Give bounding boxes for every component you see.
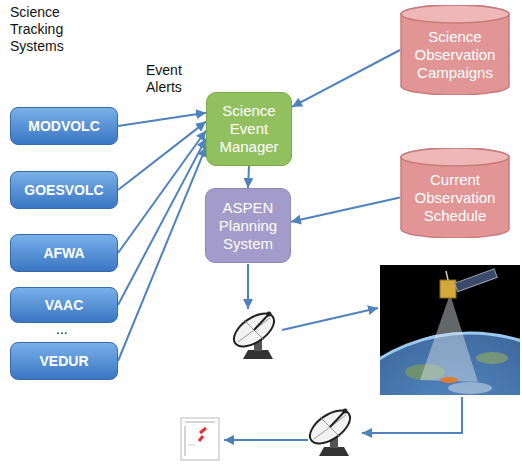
- alert-arrow: [118, 130, 206, 253]
- alert-arrow: [118, 139, 206, 305]
- node-text: Science Observation Campaigns: [406, 28, 504, 82]
- annotation-label: Event Alerts: [146, 62, 202, 96]
- label-text: Event Alerts: [146, 62, 182, 95]
- database-cylinder: Current Observation Schedule: [400, 148, 510, 238]
- ellipsis-label: ...: [56, 321, 86, 338]
- node-text: ASPEN Planning System: [210, 199, 286, 253]
- uplink-arrow: [282, 308, 378, 330]
- image-detail: [185, 426, 186, 456]
- image-frame: [181, 418, 219, 460]
- result-image: [181, 418, 219, 460]
- cylinder-body: [401, 148, 509, 238]
- node-text: VAAC: [45, 297, 84, 314]
- alert-arrow: [291, 198, 400, 222]
- alert-arrow: [118, 147, 206, 361]
- alert-arrow: [248, 166, 249, 188]
- image-hotspot: [199, 428, 206, 441]
- node-text: GOESVOLC: [24, 182, 103, 199]
- tracking-system-box: GOESVOLC: [10, 171, 118, 209]
- node-text: AFWA: [43, 245, 84, 262]
- label-text: ...: [56, 321, 68, 337]
- uplink-arrow: [247, 264, 249, 309]
- target-spot: [440, 377, 458, 383]
- planner-box: ASPEN Planning System: [205, 188, 291, 263]
- tracking-system-box: VEDUR: [10, 342, 118, 380]
- node-text: MODVOLC: [28, 118, 100, 135]
- downlink-arrow: [362, 397, 462, 433]
- cloud: [448, 382, 492, 394]
- product-arrow: [224, 439, 308, 441]
- satellite-image: [380, 265, 520, 395]
- tracking-system-box: VAAC: [10, 287, 118, 323]
- ground-antenna: [304, 404, 355, 456]
- event-manager-box: Science Event Manager: [206, 92, 292, 166]
- tracking-system-box: AFWA: [10, 234, 118, 272]
- label-text: Science Tracking Systems: [10, 4, 64, 54]
- cylinder-top: [401, 5, 509, 23]
- sensor-beam: [420, 294, 478, 382]
- node-text: Current Observation Schedule: [406, 171, 504, 225]
- cylinder-top: [401, 148, 509, 166]
- tracking-system-box: MODVOLC: [10, 107, 118, 145]
- database-cylinder: Science Observation Campaigns: [400, 5, 510, 95]
- group-heading: Science Tracking Systems: [10, 4, 80, 55]
- image-detail: [185, 422, 215, 423]
- node-text: Science Event Manager: [211, 102, 287, 156]
- alert-arrow: [118, 113, 206, 126]
- satellite-antenna: [446, 271, 448, 280]
- land: [476, 352, 508, 364]
- alert-arrow: [292, 50, 400, 107]
- solar-panel: [455, 269, 498, 292]
- ground-antenna: [228, 307, 279, 359]
- node-text: VEDUR: [39, 353, 88, 370]
- image-detail: [188, 445, 196, 446]
- satellite-body: [440, 280, 456, 298]
- cylinder-body: [401, 5, 509, 95]
